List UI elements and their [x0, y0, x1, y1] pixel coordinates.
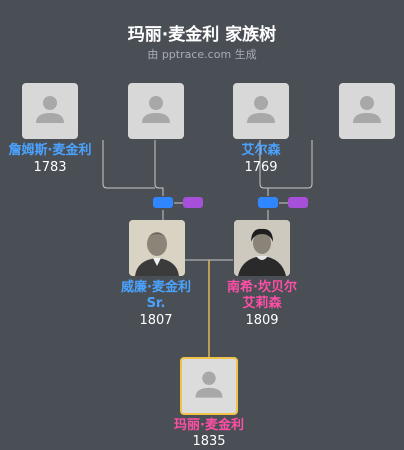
connector-left-grandparents [102, 140, 164, 196]
family-link-blue-pill[interactable] [153, 197, 173, 208]
person-name-mary: 玛丽·麦金利 [174, 418, 244, 433]
page-subtitle: 由 pptrace.com 生成 [147, 48, 257, 61]
family-link-blue-pill[interactable] [258, 197, 278, 208]
portrait-photo-nancy [234, 220, 290, 276]
person-name-james: 詹姆斯·麦金利 [8, 143, 92, 158]
person-year-ellison: 1769 [244, 160, 278, 175]
person-card-ellison[interactable] [233, 83, 289, 139]
person-name-nancy-line1: 南希·坎贝尔 [227, 280, 297, 295]
person-placeholder-icon [247, 96, 275, 123]
person-year-nancy: 1809 [245, 313, 279, 328]
person-card-james[interactable] [22, 83, 78, 139]
person-year-james: 1783 [33, 160, 67, 175]
person-name-william-line2: Sr. [146, 296, 166, 311]
person-placeholder-icon [36, 96, 64, 123]
person-year-mary: 1835 [192, 434, 226, 449]
person-card-unknown-right[interactable] [339, 83, 395, 139]
connector-right-grandparents [259, 140, 313, 196]
person-year-william: 1807 [139, 313, 173, 328]
family-link-purple-pill[interactable] [288, 197, 308, 208]
page-title: 玛丽·麦金利 家族树 [127, 25, 277, 45]
family-link-purple-pill[interactable] [183, 197, 203, 208]
person-card-mary-selected[interactable] [180, 357, 238, 415]
person-placeholder-icon [353, 96, 381, 123]
person-card-william[interactable] [129, 220, 185, 276]
person-name-william-line1: 威廉·麦金利 [121, 280, 191, 295]
portrait-photo-william [129, 220, 185, 276]
person-card-unknown-left[interactable] [128, 83, 184, 139]
person-placeholder-icon [142, 96, 170, 123]
person-card-nancy[interactable] [234, 220, 290, 276]
person-name-ellison: 艾尔森 [241, 143, 281, 158]
person-placeholder-icon [195, 371, 223, 398]
person-name-nancy-line2: 艾莉森 [242, 296, 282, 311]
